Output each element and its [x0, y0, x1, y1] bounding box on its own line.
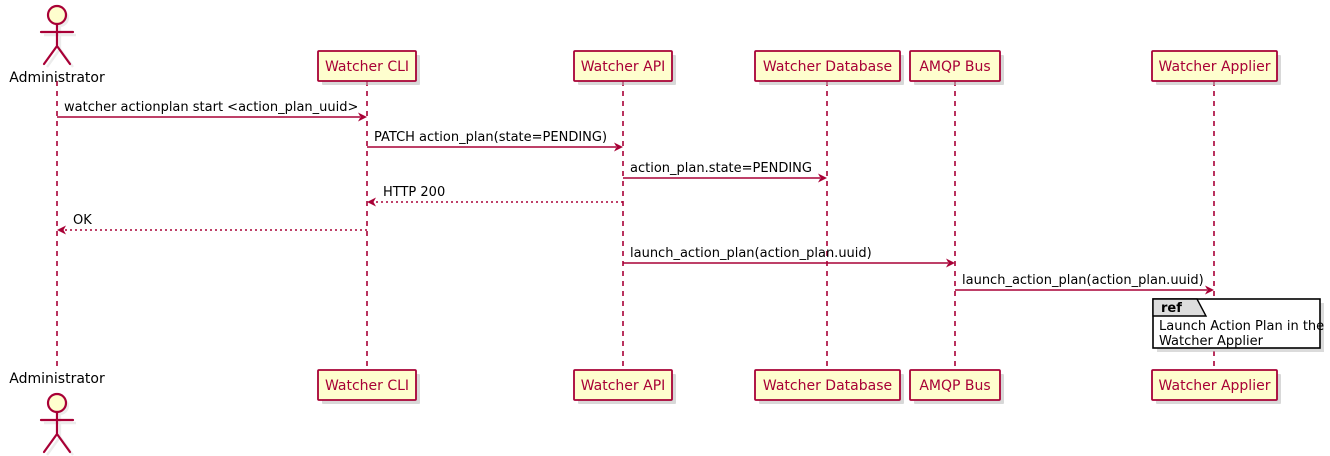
ref-body-line-2: Watcher Applier [1159, 334, 1264, 349]
participant-label-cli-top: Watcher CLI [325, 59, 409, 75]
actor-administrator-top: Administrator [9, 4, 105, 86]
message-arrowhead-7 [1205, 285, 1214, 295]
participant-boxes-top: Watcher CLI Watcher API Watcher Database AM… [317, 50, 1281, 85]
message-label-1: watcher actionplan start <action_plan_uu… [64, 100, 358, 115]
participant-box-api-bottom[interactable] [573, 369, 673, 401]
participant-box-cli-bottom[interactable] [317, 369, 417, 401]
participant-box-api-top[interactable] [573, 50, 673, 82]
message-arrowhead-4 [367, 197, 376, 207]
message-arrowhead-1 [358, 112, 367, 122]
participant-label-amqp-bottom: AMQP Bus [919, 378, 990, 394]
message-group: watcher actionplan start <action_plan_uu… [57, 100, 1214, 295]
participant-label-amqp-top: AMQP Bus [919, 59, 990, 75]
message-label-6: launch_action_plan(action_plan.uuid) [630, 246, 872, 261]
participant-label-applier-top: Watcher Applier [1159, 59, 1271, 75]
message-label-3: action_plan.state=PENDING [630, 161, 812, 176]
message-arrowhead-3 [818, 173, 827, 183]
participant-box-amqp-top[interactable] [909, 50, 1001, 82]
message-arrowhead-5 [57, 225, 66, 235]
ref-tab-label: ref [1161, 301, 1182, 316]
participant-label-db-top: Watcher Database [763, 59, 892, 75]
participant-box-amqp-bottom[interactable] [909, 369, 1001, 401]
participant-box-db-top[interactable] [754, 50, 901, 82]
message-arrowhead-6 [946, 258, 955, 268]
message-label-7: launch_action_plan(action_plan.uuid) [962, 273, 1204, 288]
actor-head-icon-bottom [46, 392, 68, 414]
ref-body-line-1: Launch Action Plan in the [1159, 319, 1324, 334]
actor-body-icon-bottom [39, 410, 75, 454]
ref-tab [1152, 298, 1208, 317]
actor-label-bottom: Administrator [9, 371, 105, 387]
actor-body-icon-top [39, 22, 75, 66]
participant-label-api-top: Watcher API [581, 59, 666, 75]
message-arrowhead-2 [614, 142, 623, 152]
participant-box-applier-top[interactable] [1151, 50, 1278, 82]
participant-boxes-bottom: Watcher CLI Watcher API Watcher Database AM… [317, 369, 1281, 404]
participant-label-applier-bottom: Watcher Applier [1159, 378, 1271, 394]
message-label-2: PATCH action_plan(state=PENDING) [374, 130, 607, 145]
participant-label-cli-bottom: Watcher CLI [325, 378, 409, 394]
actor-label-top: Administrator [9, 70, 105, 86]
actor-administrator-bottom: Administrator [9, 371, 105, 456]
lifeline-group [56, 81, 1215, 370]
actor-head-icon-top [46, 4, 68, 26]
message-label-5: OK [73, 213, 92, 228]
participant-label-api-bottom: Watcher API [581, 378, 666, 394]
participant-box-applier-bottom[interactable] [1151, 369, 1278, 401]
participant-box-db-bottom[interactable] [754, 369, 901, 401]
participant-label-db-bottom: Watcher Database [763, 378, 892, 394]
participant-box-cli-top[interactable] [317, 50, 417, 82]
message-label-4: HTTP 200 [383, 185, 445, 200]
